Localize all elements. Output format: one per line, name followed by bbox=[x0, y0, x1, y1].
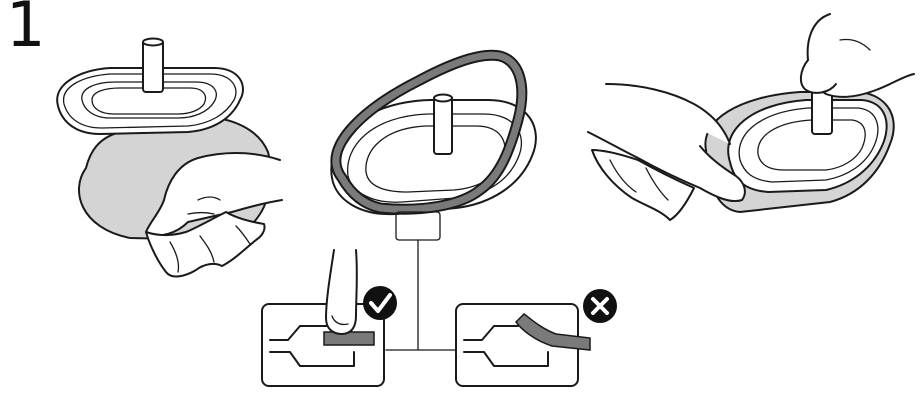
step-number: 1 bbox=[6, 0, 46, 61]
lid-handle bbox=[142, 39, 164, 93]
gasket-correct bbox=[323, 331, 375, 346]
panel-wipe-lid bbox=[587, 13, 915, 221]
panel-wipe-base bbox=[56, 37, 283, 278]
lid-handle bbox=[433, 95, 453, 155]
gasket-wrong bbox=[515, 313, 591, 351]
lid bbox=[56, 37, 244, 135]
checkmark-icon bbox=[363, 286, 397, 320]
gasket-ring-fill bbox=[332, 51, 526, 213]
detail-correct bbox=[261, 249, 397, 387]
panel-gasket-lift bbox=[330, 49, 537, 351]
detail-wrong bbox=[455, 289, 617, 387]
hand-with-cloth bbox=[145, 152, 283, 278]
zoom-marker bbox=[395, 211, 441, 241]
